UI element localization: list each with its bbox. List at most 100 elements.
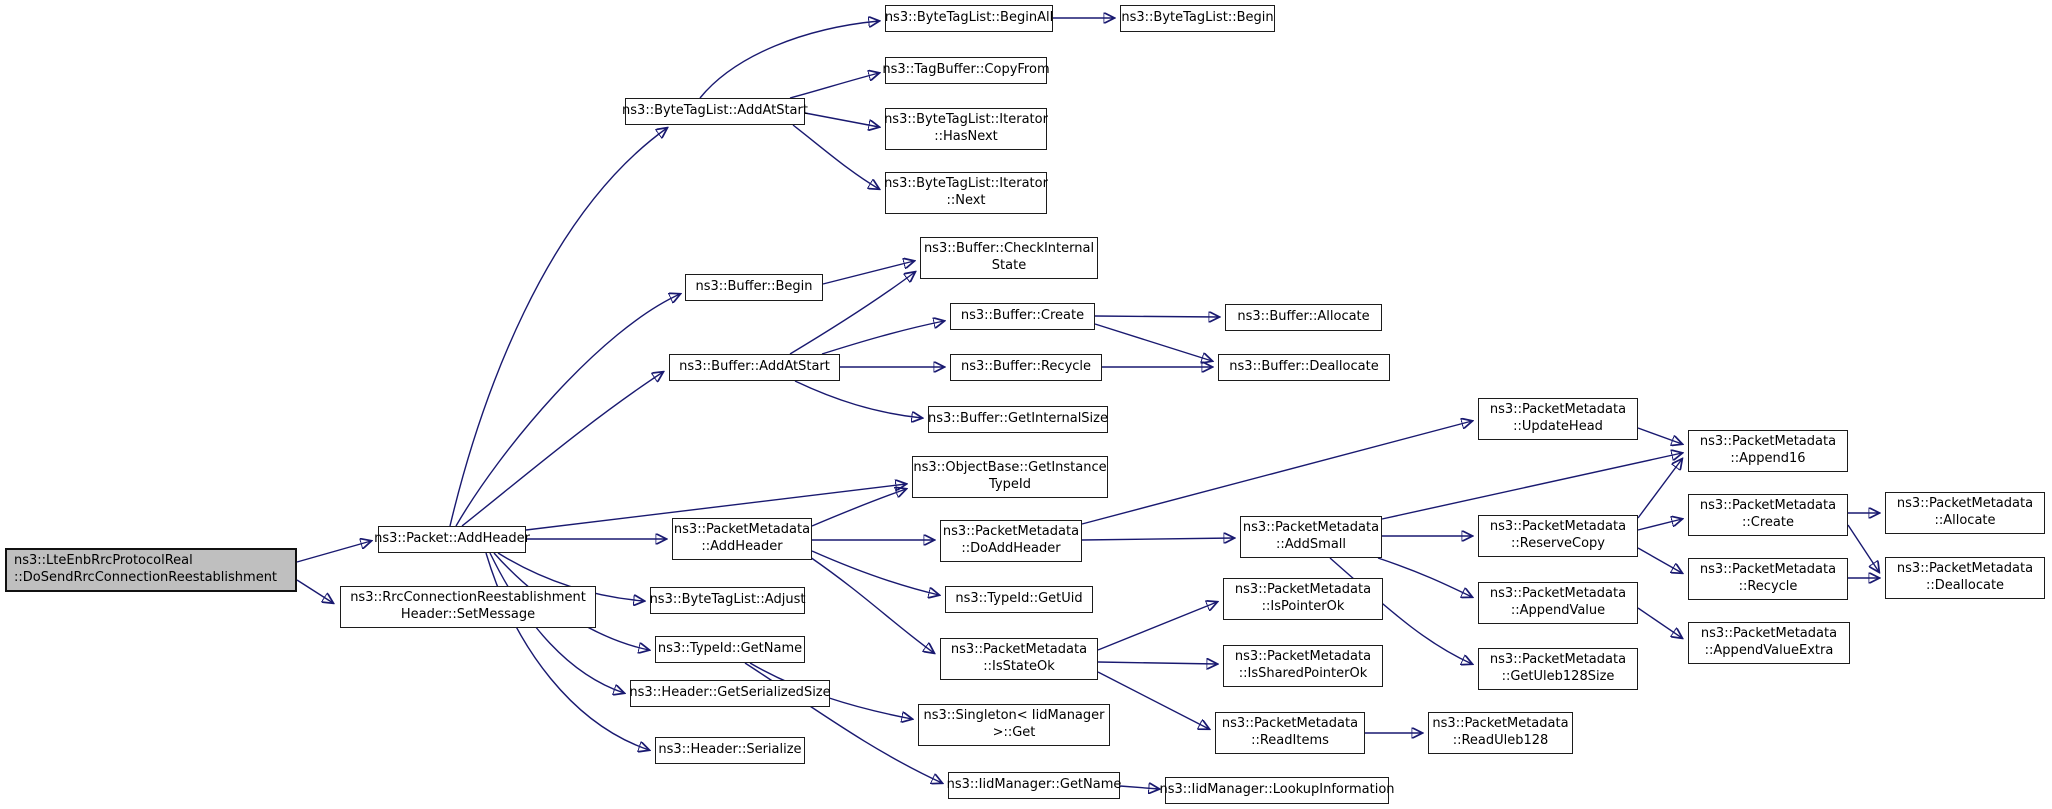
node-label: ns3::TagBuffer::CopyFrom <box>882 62 1050 78</box>
node-bytetaglist-addatstart[interactable]: ns3::ByteTagList::AddAtStart <box>622 98 808 125</box>
node-label: ns3::Buffer::AddAtStart <box>679 359 830 375</box>
node-label: ns3::PacketMetadata <box>1489 519 1627 535</box>
node-packetmetadata-appendvalue[interactable]: ns3::PacketMetadata ::AppendValue <box>1478 582 1638 624</box>
node-label: ns3::PacketMetadata <box>1896 496 2034 512</box>
node-rrcconnectionreestablishmentheader-setmessage[interactable]: ns3::RrcConnectionReestablishment Header… <box>340 586 596 628</box>
node-packetmetadata-updatehead[interactable]: ns3::PacketMetadata ::UpdateHead <box>1478 398 1638 440</box>
node-label: ns3::ByteTagList::AddAtStart <box>622 103 808 119</box>
node-buffer-addatstart[interactable]: ns3::Buffer::AddAtStart <box>669 354 840 381</box>
node-iidmanager-getname[interactable]: ns3::IidManager::GetName <box>946 772 1122 799</box>
node-packetmetadata-readitems[interactable]: ns3::PacketMetadata ::ReadItems <box>1215 712 1365 754</box>
edge-packetmetadata-doaddheader--packetmetadata-updatehead <box>1081 421 1472 525</box>
edge-packetmetadata-isstateok--packetmetadata-issharedpointerok <box>1097 662 1217 664</box>
node-buffer-recycle[interactable]: ns3::Buffer::Recycle <box>950 354 1102 381</box>
edge-packetmetadata-create--packetmetadata-deallocate <box>1847 524 1879 572</box>
node-label: ::AppendValue <box>1510 603 1606 618</box>
node-buffer-getinternalsize[interactable]: ns3::Buffer::GetInternalSize <box>928 406 1108 433</box>
node-label: ns3::Packet::AddHeader <box>374 531 530 547</box>
node-label: ::AddSmall <box>1275 537 1347 552</box>
node-bytetaglist-iterator-hasnext[interactable]: ns3::ByteTagList::Iterator ::HasNext <box>884 108 1048 150</box>
node-label: ns3::IidManager::GetName <box>946 777 1122 793</box>
node-label: ns3::PacketMetadata <box>1699 498 1837 514</box>
node-bytetaglist-iterator-next[interactable]: ns3::ByteTagList::Iterator ::Next <box>884 172 1048 214</box>
node-packetmetadata-readuleb128[interactable]: ns3::PacketMetadata ::ReadUleb128 <box>1428 712 1573 754</box>
node-label: ::Recycle <box>1738 579 1798 594</box>
node-label: ns3::Buffer::GetInternalSize <box>928 411 1108 427</box>
edge-packet-addheader--buffer-begin <box>455 294 680 527</box>
node-header-getserializedsize[interactable]: ns3::Header::GetSerializedSize <box>629 680 831 707</box>
node-label: ns3::PacketMetadata <box>1489 652 1627 668</box>
node-packetmetadata-isstateok[interactable]: ns3::PacketMetadata ::IsStateOk <box>940 638 1098 680</box>
edge-packet-addheader--bytetaglist-addatstart <box>449 128 667 527</box>
node-label: ::Next <box>946 193 986 208</box>
node-packetmetadata-issharedpointerok[interactable]: ns3::PacketMetadata ::IsSharedPointerOk <box>1223 645 1383 687</box>
node-label: ns3::ByteTagList::Adjust <box>649 592 806 608</box>
node-buffer-checkinternalstate[interactable]: ns3::Buffer::CheckInternal State <box>920 237 1098 279</box>
node-label: >::Get <box>992 725 1036 740</box>
node-buffer-begin[interactable]: ns3::Buffer::Begin <box>685 274 823 301</box>
edge-packetmetadata-addheader--packetmetadata-isstateok <box>809 556 934 653</box>
edge-packetmetadata-doaddheader--packetmetadata-addsmall <box>1081 538 1234 540</box>
node-label: ns3::PacketMetadata <box>1896 561 2034 577</box>
node-label: ns3::PacketMetadata <box>950 642 1088 658</box>
node-objectbase-getinstancetypeid[interactable]: ns3::ObjectBase::GetInstance TypeId <box>912 456 1108 498</box>
node-buffer-deallocate[interactable]: ns3::Buffer::Deallocate <box>1218 354 1390 381</box>
node-packetmetadata-ispointerok[interactable]: ns3::PacketMetadata ::IsPointerOk <box>1223 578 1383 620</box>
node-buffer-allocate[interactable]: ns3::Buffer::Allocate <box>1225 304 1382 331</box>
node-packetmetadata-deallocate[interactable]: ns3::PacketMetadata ::Deallocate <box>1885 557 2045 599</box>
node-packetmetadata-append16[interactable]: ns3::PacketMetadata ::Append16 <box>1688 430 1848 472</box>
node-label: ns3::Buffer::CheckInternal <box>923 241 1095 257</box>
node-label: ::Append16 <box>1730 451 1806 466</box>
node-singleton-iidmanager-get[interactable]: ns3::Singleton< IidManager >::Get <box>918 704 1110 746</box>
node-label: ns3::Buffer::Begin <box>695 279 813 295</box>
node-packet-addheader[interactable]: ns3::Packet::AddHeader <box>374 526 530 553</box>
edge-bytetaglist-addatstart--bytetaglist-iterator-next <box>792 124 879 189</box>
node-buffer-create[interactable]: ns3::Buffer::Create <box>950 303 1095 330</box>
node-iidmanager-lookupinformation[interactable]: ns3::IidManager::LookupInformation <box>1159 777 1395 804</box>
node-packetmetadata-appendvalueextra[interactable]: ns3::PacketMetadata ::AppendValueExtra <box>1688 622 1850 664</box>
edge-root--packet-addheader <box>296 541 371 563</box>
node-label: ns3::PacketMetadata <box>673 522 811 538</box>
node-label: ns3::ByteTagList::BeginAll <box>884 10 1054 26</box>
node-label: ::AppendValueExtra <box>1704 643 1834 658</box>
node-label: TypeId <box>989 477 1031 492</box>
node-label: ns3::PacketMetadata <box>942 524 1080 540</box>
node-label: ::GetUleb128Size <box>1501 669 1615 684</box>
node-label: ns3::ObjectBase::GetInstance <box>913 460 1107 476</box>
node-packetmetadata-recycle[interactable]: ns3::PacketMetadata ::Recycle <box>1688 558 1848 600</box>
edge-packetmetadata-updatehead--packetmetadata-append16 <box>1637 427 1682 444</box>
node-label: ::UpdateHead <box>1513 419 1603 434</box>
edge-bytetaglist-addatstart--tagbuffer-copyfrom <box>789 73 879 99</box>
node-typeid-getuid[interactable]: ns3::TypeId::GetUid <box>945 586 1093 613</box>
edge-iidmanager-getname--iidmanager-lookupinformation <box>1119 786 1159 789</box>
node-packetmetadata-doaddheader[interactable]: ns3::PacketMetadata ::DoAddHeader <box>940 520 1082 562</box>
node-packetmetadata-addheader[interactable]: ns3::PacketMetadata ::AddHeader <box>672 518 812 560</box>
node-label: ns3::ByteTagList::Iterator <box>884 176 1048 192</box>
edge-buffer-addatstart--buffer-create <box>821 321 944 355</box>
node-label: ::AddHeader <box>701 539 783 554</box>
node-header-serialize[interactable]: ns3::Header::Serialize <box>655 737 805 764</box>
edge-buffer-create--buffer-allocate <box>1094 316 1219 317</box>
node-bytetaglist-beginall[interactable]: ns3::ByteTagList::BeginAll <box>885 5 1053 32</box>
node-label: ns3::Header::GetSerializedSize <box>629 685 831 701</box>
node-label: ns3::TypeId::GetName <box>657 641 803 657</box>
node-typeid-getname[interactable]: ns3::TypeId::GetName <box>655 636 805 663</box>
node-label: ns3::RrcConnectionReestablishment <box>350 590 586 606</box>
node-tagbuffer-copyfrom[interactable]: ns3::TagBuffer::CopyFrom <box>882 57 1050 84</box>
node-packetmetadata-addsmall[interactable]: ns3::PacketMetadata ::AddSmall <box>1240 516 1382 558</box>
node-label: ns3::Header::Serialize <box>658 742 802 758</box>
node-bytetaglist-adjust[interactable]: ns3::ByteTagList::Adjust <box>650 587 805 614</box>
edge-buffer-addatstart--buffer-getinternalsize <box>794 380 922 418</box>
edge-packetmetadata-appendvalue--packetmetadata-appendvalueextra <box>1637 607 1682 638</box>
node-root-dosendrrcconnectionreestablishment: ns3::LteEnbRrcProtocolReal ::DoSendRrcCo… <box>5 548 297 592</box>
node-bytetaglist-begin[interactable]: ns3::ByteTagList::Begin <box>1120 5 1275 32</box>
node-label: ns3::Buffer::Recycle <box>960 359 1092 375</box>
node-packetmetadata-getuleb128size[interactable]: ns3::PacketMetadata ::GetUleb128Size <box>1478 648 1638 690</box>
node-packetmetadata-allocate[interactable]: ns3::PacketMetadata ::Allocate <box>1885 492 2045 534</box>
node-packetmetadata-create[interactable]: ns3::PacketMetadata ::Create <box>1688 494 1848 536</box>
node-packetmetadata-reservecopy[interactable]: ns3::PacketMetadata ::ReserveCopy <box>1478 515 1638 557</box>
node-label: ns3::TypeId::GetUid <box>955 591 1083 607</box>
edge-buffer-create--buffer-deallocate <box>1094 323 1212 361</box>
edge-packetmetadata-reservecopy--packetmetadata-append16 <box>1637 459 1682 519</box>
node-label: ns3::PacketMetadata <box>1221 716 1359 732</box>
